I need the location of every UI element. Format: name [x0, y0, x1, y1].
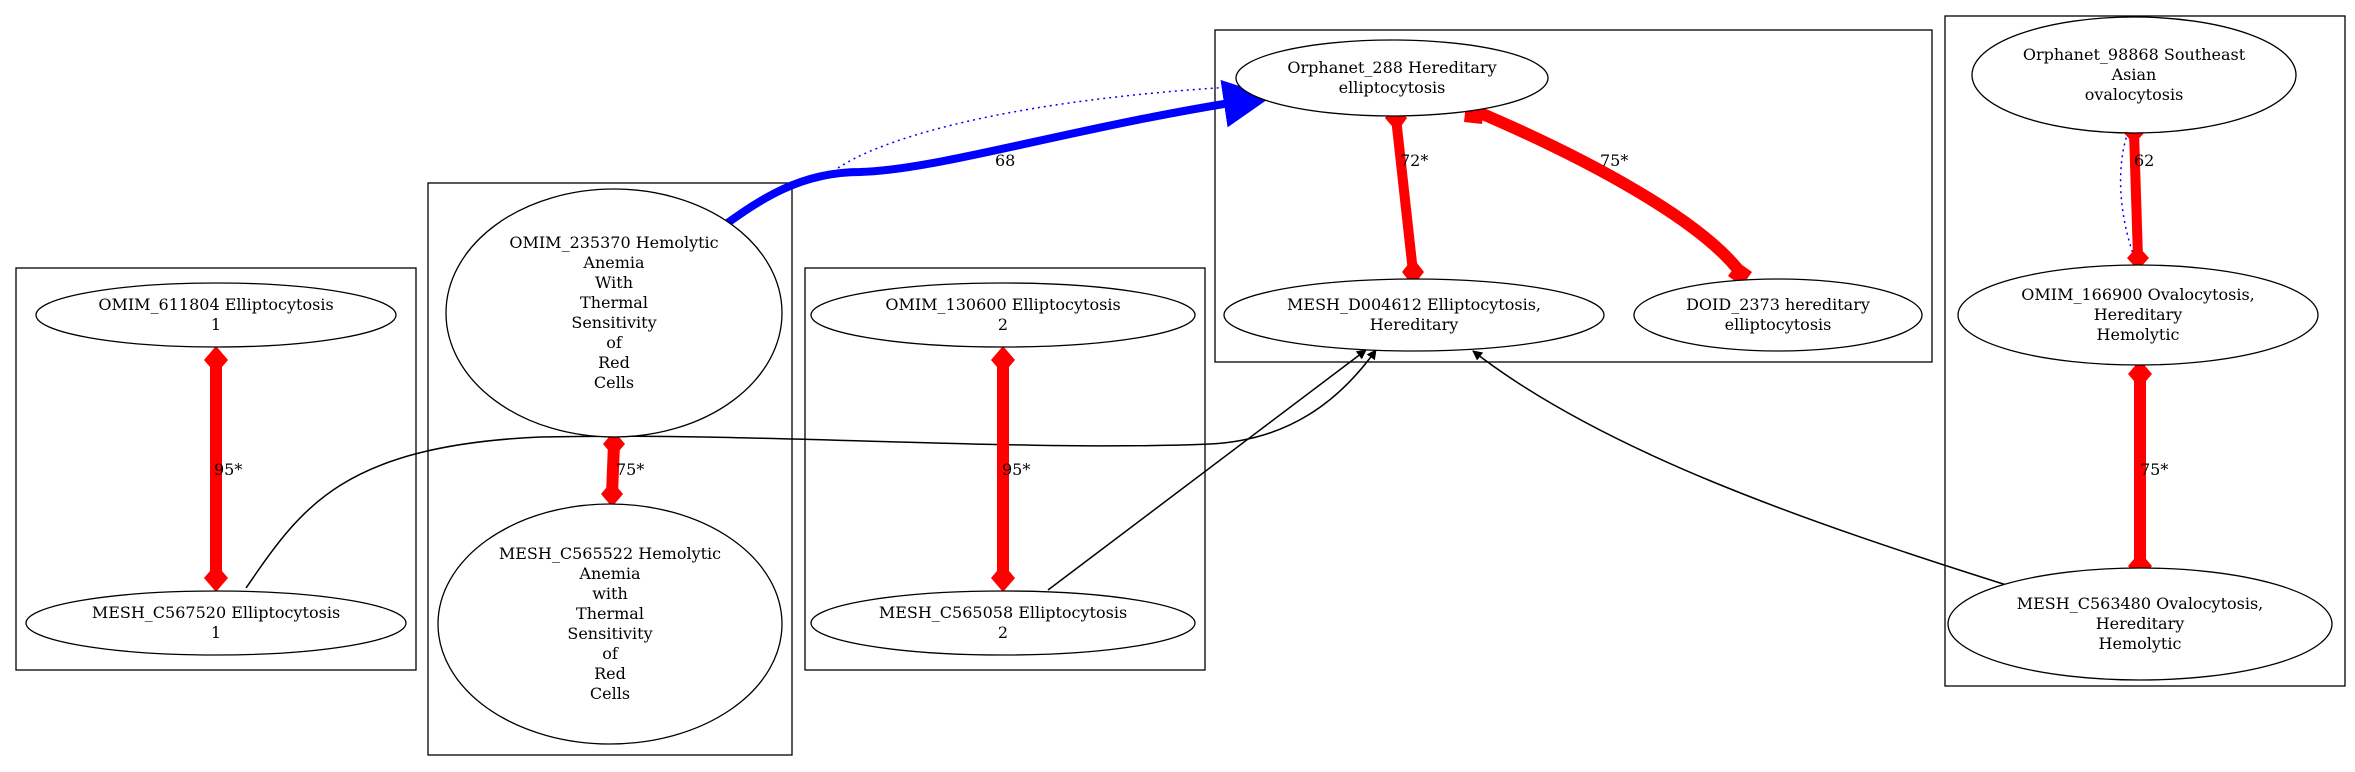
node-label-line: ovalocytosis — [2085, 85, 2184, 104]
edge-label-e5: 75* — [1600, 151, 1628, 170]
edge-dotted-omim-235370-to-orphanet-288 — [837, 85, 1249, 169]
node-label-line: Orphanet_288 Hereditary — [1287, 58, 1496, 77]
node-label-line: of — [602, 644, 619, 663]
edge-orphanet-288-doid-2373 — [1464, 104, 1752, 286]
node-ellipse — [1223, 278, 1605, 352]
edge-label-e4: 72* — [1400, 151, 1428, 170]
cluster-hereditary-elliptocytosis — [1214, 29, 1933, 363]
node-label-line: Red — [598, 353, 630, 372]
node-label-line: elliptocytosis — [1339, 78, 1446, 97]
node-ellipse — [1235, 39, 1549, 117]
node-ellipse — [810, 590, 1196, 656]
node-label-line: OMIM_611804 Elliptocytosis — [98, 295, 333, 314]
edge-omim-235370-to-orphanet-288 — [723, 79, 1272, 228]
node-label-line: elliptocytosis — [1725, 315, 1832, 334]
node-label-line: 1 — [211, 623, 221, 642]
edge-mesh-c565058-to-mesh-d004612 — [1047, 349, 1367, 591]
edge-orphanet-98868-omim-166900 — [2123, 120, 2149, 270]
node-label-line: Hereditary — [1370, 315, 1459, 334]
node-omim-235370[interactable]: OMIM_235370 HemolyticAnemiaWithThermalSe… — [445, 188, 783, 438]
edge-dotted-orphanet-98868-to-omim-166900 — [2119, 131, 2137, 263]
node-ellipse — [1971, 16, 2297, 134]
node-label-line: Cells — [590, 684, 630, 703]
cluster-elliptocytosis-1 — [15, 267, 417, 671]
node-label-line: OMIM_166900 Ovalocytosis, — [2021, 285, 2255, 304]
node-ellipse — [1633, 278, 1923, 352]
node-label-line: of — [606, 333, 623, 352]
node-label-line: DOID_2373 hereditary — [1686, 295, 1870, 314]
node-label-line: Red — [594, 664, 626, 683]
cluster-hemolytic-anemia — [427, 182, 793, 756]
node-label-line: MESH_C565058 Elliptocytosis — [879, 603, 1127, 622]
edge-omim-130600-mesh-c565058 — [991, 346, 1015, 592]
edge-label-e1: 95* — [214, 460, 242, 479]
edge-mesh-c567520-to-mesh-d004612 — [245, 349, 1377, 589]
node-ellipse — [35, 282, 397, 348]
edge-label-e6: 62 — [2134, 151, 2154, 170]
node-mesh-c563480[interactable]: MESH_C563480 Ovalocytosis,HereditaryHemo… — [1947, 567, 2333, 681]
edge-mesh-c563480-to-mesh-d004612 — [1472, 350, 2017, 589]
node-mesh-d004612[interactable]: MESH_D004612 Elliptocytosis,Hereditary — [1223, 278, 1605, 352]
node-ellipse — [437, 503, 783, 745]
node-label-line: MESH_C567520 Elliptocytosis — [92, 603, 340, 622]
node-label-line: Sensitivity — [567, 624, 652, 643]
node-label-line: Thermal — [576, 604, 644, 623]
node-label-line: with — [592, 584, 628, 603]
node-omim-166900[interactable]: OMIM_166900 Ovalocytosis,HereditaryHemol… — [1957, 264, 2319, 366]
node-label-line: Anemia — [578, 564, 641, 583]
node-label-line: Hereditary — [2096, 614, 2185, 633]
node-label-line: OMIM_130600 Elliptocytosis — [885, 295, 1120, 314]
node-label-line: Orphanet_98868 Southeast — [2023, 45, 2246, 64]
edge-orphanet-288-mesh-d004612 — [1385, 104, 1424, 286]
node-label-line: OMIM_235370 Hemolytic — [509, 233, 718, 252]
node-ellipse — [810, 282, 1196, 348]
node-orphanet-98868[interactable]: Orphanet_98868 SoutheastAsianovalocytosi… — [1971, 16, 2297, 134]
node-mesh-c565522[interactable]: MESH_C565522 HemolyticAnemiawithThermalS… — [437, 503, 783, 745]
node-ellipse — [445, 188, 783, 438]
edge-omim-611804-mesh-c567520 — [204, 346, 228, 592]
node-label-line: 2 — [998, 315, 1008, 334]
cluster-elliptocytosis-2 — [804, 267, 1206, 671]
node-label-line: With — [595, 273, 633, 292]
node-label-line: Anemia — [582, 253, 645, 272]
node-label-line: MESH_D004612 Elliptocytosis, — [1287, 295, 1541, 314]
edge-label-e8: 68 — [995, 151, 1015, 170]
node-ellipse — [1957, 264, 2319, 366]
cluster-ovalocytosis — [1944, 15, 2346, 687]
edge-label-e2: 75* — [616, 460, 644, 479]
node-label-line: MESH_C565522 Hemolytic — [499, 544, 721, 563]
node-label-line: Thermal — [580, 293, 648, 312]
node-label-line: 1 — [211, 315, 221, 334]
node-label-line: Asian — [2111, 65, 2157, 84]
node-ellipse — [1947, 567, 2333, 681]
node-label-line: MESH_C563480 Ovalocytosis, — [2017, 594, 2264, 613]
edge-label-e3: 95* — [1002, 460, 1030, 479]
node-label-line: Hemolytic — [2099, 634, 2182, 653]
node-label-line: Hereditary — [2094, 305, 2183, 324]
node-label-line: Cells — [594, 373, 634, 392]
node-label-line: 2 — [998, 623, 1008, 642]
node-label-line: Sensitivity — [571, 313, 656, 332]
node-label-line: Hemolytic — [2097, 325, 2180, 344]
node-ellipse — [25, 590, 407, 656]
edge-label-e7: 75* — [2140, 460, 2168, 479]
